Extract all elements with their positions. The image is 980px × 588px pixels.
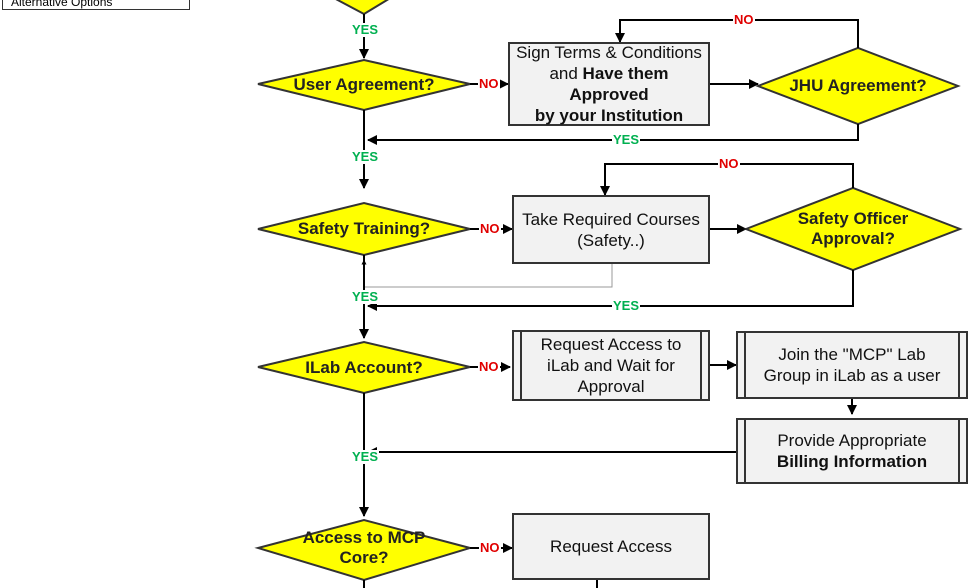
legend-box: Alternative Options: [2, 0, 190, 10]
access-mcp-label: Access to MCP Core?: [290, 526, 438, 570]
no-label-safety-officer: NO: [718, 156, 740, 171]
no-label-access-mcp: NO: [479, 540, 501, 555]
billing-text-2: Billing Information: [776, 452, 928, 471]
jhu-agreement-text: JHU Agreement?: [789, 76, 927, 95]
yes-label-ilab: YES: [351, 449, 380, 464]
courses-text-2: (Safety..): [577, 230, 645, 250]
access-mcp-text-1: Access to MCP: [302, 528, 426, 547]
billing-text-1: Provide Appropriate: [777, 431, 927, 450]
sign-terms-text-1: Sign Terms & Conditions: [516, 43, 702, 62]
legend-text: Alternative Options: [11, 0, 113, 9]
join-mcp-box: Join the "MCP" Lab Group in iLab as a us…: [736, 331, 968, 399]
top-decision-diamond: [335, 0, 389, 16]
sign-terms-box: Sign Terms & Conditions and Have them Ap…: [508, 42, 710, 126]
yes-label-safety-training: YES: [351, 289, 380, 304]
request-ilab-box: Request Access to iLab and Wait for Appr…: [512, 330, 710, 401]
sign-terms-text-2-plain: and: [549, 64, 583, 83]
no-label-ilab: NO: [478, 359, 500, 374]
request-ilab-text-1: Request Access to: [540, 335, 682, 354]
yes-label-jhu: YES: [612, 132, 641, 147]
ilab-account-text: ILab Account?: [305, 358, 423, 377]
sign-terms-text-2: and Have them Approved: [510, 63, 708, 105]
ilab-account-label: ILab Account?: [270, 355, 458, 381]
safety-officer-diamond: [743, 186, 963, 272]
jhu-agreement-label: JHU Agreement?: [770, 72, 946, 100]
safety-officer-label: Safety Officer Approval?: [780, 206, 926, 252]
join-mcp-text-2: Group in iLab as a user: [763, 366, 941, 385]
safety-officer-text-2: Approval?: [810, 229, 896, 248]
safety-training-label: Safety Training?: [270, 216, 458, 242]
user-agreement-text: User Agreement?: [293, 75, 435, 94]
jhu-agreement-diamond: [755, 46, 961, 126]
billing-box: Provide Appropriate Billing Information: [736, 418, 968, 484]
sign-terms-text-2-bold: Have them Approved: [569, 64, 669, 104]
yes-label-top: YES: [351, 22, 380, 37]
request-ilab-text-3: Approval: [577, 377, 645, 396]
join-mcp-text-1: Join the "MCP" Lab: [778, 345, 926, 364]
safety-training-text: Safety Training?: [297, 219, 431, 238]
no-label-user-agreement: NO: [478, 76, 500, 91]
courses-text-1: Take Required Courses: [522, 209, 700, 229]
courses-box: Take Required Courses (Safety..): [512, 195, 710, 264]
no-label-safety-training: NO: [479, 221, 501, 236]
access-mcp-text-2: Core?: [339, 548, 389, 567]
user-agreement-label: User Agreement?: [270, 72, 458, 98]
safety-officer-text-1: Safety Officer: [797, 209, 909, 228]
yes-label-safety-officer: YES: [612, 298, 641, 313]
request-ilab-text-2: iLab and Wait for: [547, 356, 675, 375]
sign-terms-text-3: by your Institution: [534, 106, 684, 125]
no-label-jhu: NO: [733, 12, 755, 27]
yes-label-user-agreement: YES: [351, 149, 380, 164]
request-access-box: Request Access: [512, 513, 710, 580]
request-access-text: Request Access: [550, 537, 672, 556]
